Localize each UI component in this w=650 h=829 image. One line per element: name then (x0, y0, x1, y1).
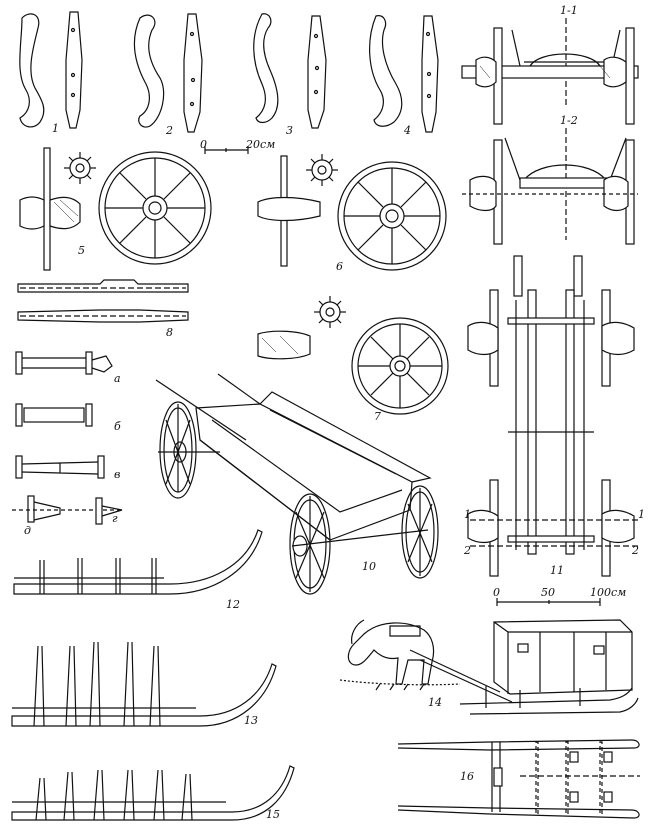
label-d: д (24, 524, 31, 537)
scale-bar-bottom: 0 50 100см (493, 586, 626, 606)
label-sec-1-1: 1-1 (560, 4, 578, 17)
scale-bottom-end: 100см (590, 586, 626, 599)
sledge-13: 13 (11, 641, 277, 727)
scale-bottom-mid: 50 (541, 586, 555, 599)
label-15: 15 (266, 808, 280, 821)
hame-part-3: 3 (253, 13, 327, 137)
label-12: 12 (226, 598, 240, 611)
label-11: 11 (550, 564, 564, 577)
scale-bar-top: 0 20см (200, 138, 275, 154)
scale-top-zero: 0 (200, 138, 207, 151)
label-cut-1-left: 1 (464, 508, 471, 521)
axle-section-1-2: 1-2 (462, 114, 638, 245)
label-a: а (114, 372, 121, 385)
label-sec-1-2: 1-2 (560, 114, 578, 127)
wheel-set-5: 5 (19, 147, 212, 271)
label-v: в (114, 468, 120, 481)
sledge-15: 15 (11, 765, 295, 821)
hame-part-2: 2 (133, 13, 203, 137)
frame-v: в (15, 455, 120, 481)
label-6: 6 (336, 260, 343, 273)
label-cut-2-left: 2 (463, 544, 471, 557)
label-g: г (112, 512, 118, 525)
frame-d-g: д г (12, 495, 123, 537)
label-b: б (114, 420, 121, 433)
label-4: 4 (403, 124, 411, 137)
label-5: 5 (78, 244, 85, 257)
cart-frame-11: 1 2 1 2 11 (463, 255, 645, 577)
frame-b: б (15, 403, 121, 433)
label-10: 10 (362, 560, 376, 573)
wheel-set-6: 6 (257, 154, 447, 273)
hame-part-4: 4 (369, 15, 439, 137)
label-1: 1 (52, 122, 59, 135)
label-3: 3 (286, 124, 293, 137)
label-16: 16 (460, 770, 474, 783)
label-14: 14 (428, 696, 442, 709)
hame-part-1: 1 (19, 11, 83, 135)
label-cut-2-right: 2 (631, 544, 639, 557)
frame-a: а (15, 351, 121, 385)
sled-plan-16: 16 (397, 739, 640, 819)
label-7: 7 (374, 410, 381, 423)
scale-bottom-zero: 0 (493, 586, 500, 599)
scale-top-end: 20см (245, 138, 275, 151)
label-2: 2 (165, 124, 173, 137)
cart-10: 10 (155, 373, 439, 595)
label-13: 13 (244, 714, 258, 727)
label-cut-1-right: 1 (638, 508, 645, 521)
wheel-set-7: 7 (257, 296, 449, 423)
horse-sled-14: 14 (339, 619, 639, 715)
axle-8: 8 (17, 279, 189, 339)
sledge-12: 12 (13, 529, 263, 611)
label-8: 8 (166, 326, 173, 339)
axle-section-1-1: 1-1 (461, 4, 639, 125)
